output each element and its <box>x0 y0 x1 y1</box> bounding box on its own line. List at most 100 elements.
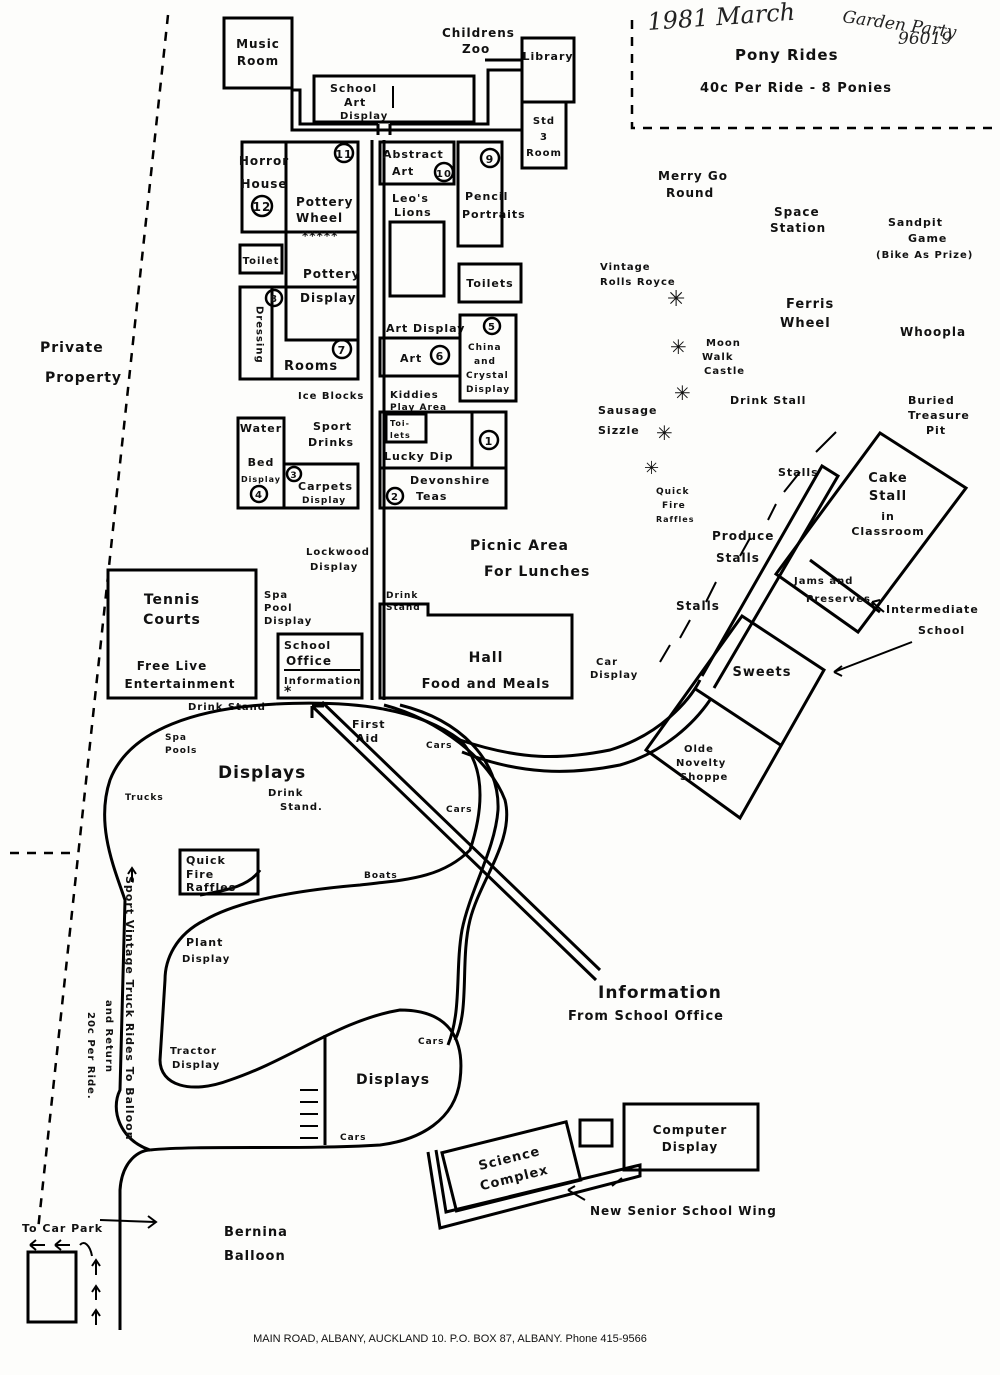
water-bed-label-1: Water <box>240 422 282 435</box>
toilets-right <box>457 262 523 304</box>
stall-number-4-marker <box>249 484 269 504</box>
moon-walk-label-1: Moon <box>706 338 741 349</box>
spa-pools-label-1: Spa <box>165 733 187 743</box>
toilets-right-label: Toilets <box>466 277 513 290</box>
hall-label-2: Food and Meals <box>422 677 551 692</box>
school-art-display <box>312 74 476 124</box>
tennis-label-3: Free Live <box>137 659 208 673</box>
school-art-label-2: Art <box>344 96 366 109</box>
cake-stall <box>773 430 969 635</box>
devonshire-label-2: Teas <box>416 490 447 503</box>
cars-label-3: Cars <box>418 1037 444 1047</box>
intermediate-label-2: School <box>918 624 965 637</box>
east-drive-outer <box>459 679 702 759</box>
kiddies-label-1: Kiddies <box>390 390 439 401</box>
quick-fire-right-label-1: Quick <box>656 487 689 497</box>
displays-bottom-label: Displays <box>356 1072 430 1088</box>
balloon-road-left <box>118 1148 151 1330</box>
cake-label-1: Cake <box>868 471 907 486</box>
sweets-label: Sweets <box>733 665 792 680</box>
cars-label-4: Cars <box>340 1133 366 1143</box>
std3-label-3: Room <box>526 148 562 159</box>
pencil-portraits-label-2: Portraits <box>462 208 526 221</box>
quick-fire-left-label-1: Quick <box>186 854 226 867</box>
toilet-left-label: Toilet <box>243 256 280 267</box>
carpets-label-2: Display <box>302 496 346 506</box>
toilets-small <box>384 412 428 444</box>
art-label: Art <box>400 352 422 365</box>
abstract-art-label-1: Abstract <box>383 148 444 161</box>
information-arrow-line-1 <box>310 704 598 982</box>
sausage-label-1: Sausage <box>598 404 657 417</box>
central-walkway <box>370 140 386 700</box>
information-label-1: Information <box>598 983 722 1003</box>
water-bed-label-3: Display <box>241 475 281 484</box>
buried-label-1: Buried <box>908 394 955 407</box>
displays-inner-road <box>204 701 482 922</box>
moon-walk-star-icon: ✳ <box>670 335 688 359</box>
std3-label-2: 3 <box>540 132 548 143</box>
drink-stand-hall-label-1: Drink <box>386 591 418 601</box>
china-label-3: Crystal <box>466 371 509 381</box>
quick-fire-right-label-2: Fire <box>662 501 686 511</box>
stall-number-12: 12 <box>253 200 272 214</box>
china-crystal-display <box>458 313 518 403</box>
leos-lions-enclosure <box>388 220 446 298</box>
china-label-2: and <box>474 357 496 367</box>
leos-lions-label-1: Leo's <box>392 192 429 205</box>
information-arrow-line-2 <box>320 700 602 972</box>
stall-number-2: 2 <box>391 492 399 503</box>
spa-pool-label-1: Spa <box>264 590 288 601</box>
produce-label-1: Produce <box>712 529 774 543</box>
computer-label-1: Computer <box>653 1123 727 1137</box>
merry-go-round-label-2: Round <box>666 186 714 200</box>
main-drive-outer <box>383 703 509 1041</box>
kiddies-label-2: Play Area <box>390 403 447 413</box>
music-room-label-1: Music <box>236 37 280 51</box>
sweets-building <box>643 613 826 821</box>
stall-number-8: 8 <box>270 294 278 305</box>
abstract-art <box>378 140 456 186</box>
plant-label-2: Display <box>182 954 230 965</box>
ferris-wheel-label-1: Ferris <box>786 297 834 312</box>
ref-annotation: 96019 <box>898 29 952 49</box>
pottery-wheel-label-1: Pottery <box>296 195 353 209</box>
pencil-portraits-label-1: Pencil <box>465 190 508 203</box>
quick-fire-left-label-2: Fire <box>186 868 214 881</box>
dressing-label: Dressing <box>254 306 265 364</box>
stall-number-12-marker <box>250 194 274 218</box>
stall-number-11: 11 <box>335 148 352 161</box>
pottery-display-label-1: Pottery <box>303 267 360 281</box>
intermediate-arrows <box>833 599 913 677</box>
cake-label-4: Classroom <box>851 525 924 538</box>
stall-number-7-marker <box>331 338 353 360</box>
olde-label-3: Shoppe <box>680 772 728 783</box>
jams-label-1: Jams and <box>793 576 853 587</box>
drink-stand-hall-label-2: Stand <box>386 603 421 613</box>
abstract-art-label-2: Art <box>392 165 414 178</box>
stall-number-3-marker <box>285 465 303 483</box>
stall-number-5: 5 <box>488 322 496 333</box>
cars-label-1: Cars <box>426 741 452 751</box>
dressing-rooms-block <box>238 285 360 381</box>
trucks-label: Trucks <box>125 793 164 803</box>
lockwood-label-2: Display <box>310 562 358 573</box>
sausage-label-2: Sizzle <box>598 424 640 437</box>
senior-wing-arrows <box>567 1177 623 1201</box>
sandpit-label-3: (Bike As Prize) <box>876 250 973 261</box>
senior-wing-walkway <box>426 1149 642 1230</box>
pony-rides-price: 40c Per Ride - 8 Ponies <box>700 81 892 96</box>
std-3-room <box>520 100 568 170</box>
computer-label-2: Display <box>662 1140 718 1154</box>
horror-house-label-2: House <box>240 177 287 191</box>
new-senior-label: New Senior School Wing <box>590 1204 777 1218</box>
sport-vintage-label-3: 20c Per Ride. <box>85 1012 96 1100</box>
rooms-label: Rooms <box>284 359 338 374</box>
left-loop-road <box>103 702 277 1152</box>
art-display-label: Art Display <box>386 322 465 335</box>
corridor-junction <box>376 124 392 135</box>
school-office <box>276 632 364 700</box>
picnic-label-2: For Lunches <box>484 564 590 580</box>
stall-building-strip: Cake Stall in Classroom Jams and Preserv… <box>643 430 969 821</box>
